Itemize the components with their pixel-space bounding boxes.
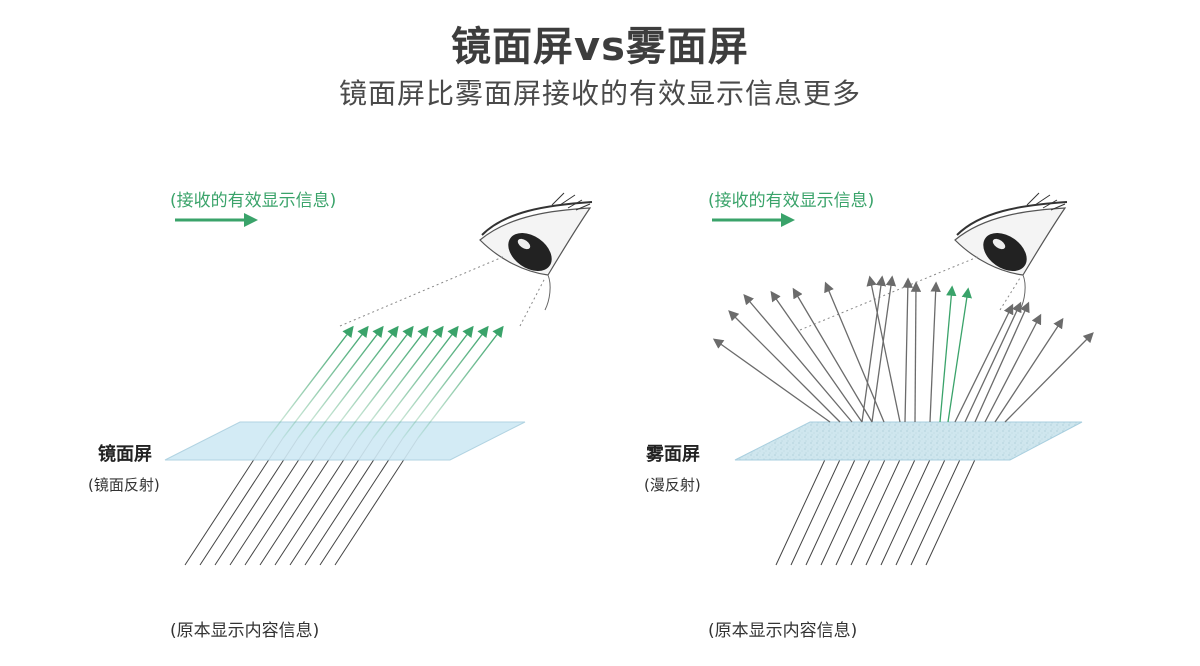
eye-icon — [479, 192, 593, 311]
eye-icon — [954, 192, 1068, 311]
screen-note: (镜面反射) — [88, 476, 160, 494]
screen-name: 雾面屏 — [646, 444, 700, 465]
source-note: (原本显示内容信息) — [170, 621, 320, 641]
page-subtitle: 镜面屏比雾面屏接收的有效显示信息更多 — [338, 77, 861, 110]
screen-note: (漫反射) — [644, 476, 701, 494]
matte-panel: (接收的有效显示信息) 雾面屏 (漫反射) (原本显示内容信息) — [600, 160, 1200, 666]
legend-label: (接收的有效显示信息) — [708, 191, 875, 211]
mirror-diagram — [164, 192, 593, 566]
source-note: (原本显示内容信息) — [708, 621, 858, 641]
mirror-screen — [164, 421, 526, 461]
screen-name: 镜面屏 — [98, 444, 152, 465]
matte-diagram — [712, 192, 1094, 566]
matte-screen — [734, 421, 1083, 461]
legend-label: (接收的有效显示信息) — [170, 191, 337, 211]
scattered-rays — [712, 275, 1094, 423]
reflected-rays — [267, 325, 504, 439]
mirror-panel: (接收的有效显示信息) 镜面屏 (镜面反射) (原本显示内容信息) — [0, 160, 600, 666]
page-title: 镜面屏vs雾面屏 — [451, 24, 749, 70]
